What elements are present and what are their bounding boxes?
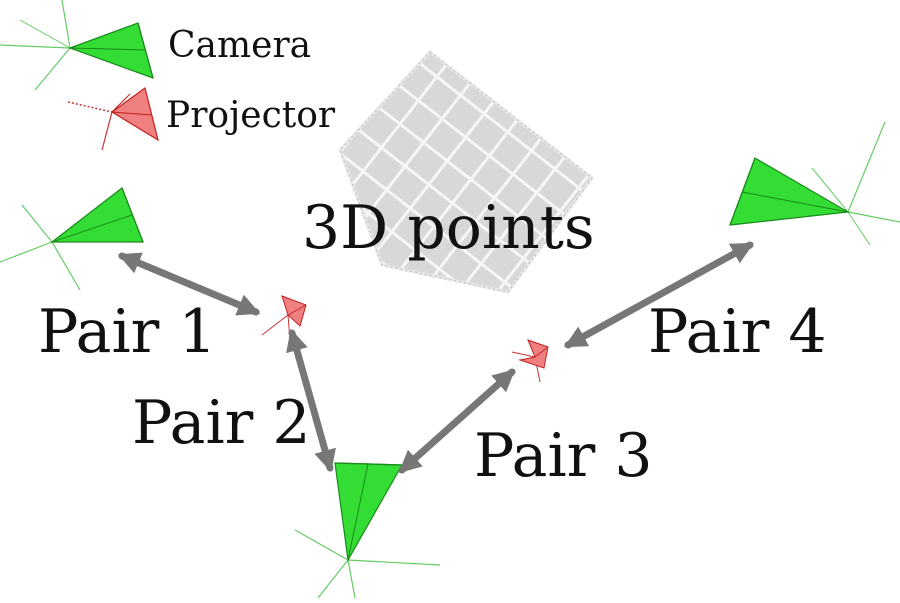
projector-1-icon bbox=[261, 295, 307, 341]
legend-camera-icon bbox=[0, 0, 154, 91]
pair-1-label: Pair 1 bbox=[38, 297, 217, 367]
arrow-pair-2 bbox=[286, 328, 336, 473]
legend-camera-label: Camera bbox=[168, 25, 312, 66]
legend-projector-icon bbox=[67, 86, 159, 151]
camera-1-icon bbox=[0, 187, 144, 291]
camera-2-icon bbox=[294, 462, 441, 599]
projector-2-icon bbox=[511, 339, 549, 383]
pair-3-label: Pair 3 bbox=[474, 421, 653, 491]
camera-3-icon bbox=[729, 121, 900, 246]
arrows bbox=[117, 241, 754, 474]
arrow-pair-4 bbox=[564, 241, 754, 349]
legend-projector-label: Projector bbox=[166, 95, 336, 136]
pair-4-label: Pair 4 bbox=[648, 297, 827, 367]
arrow-pair-1 bbox=[117, 252, 261, 316]
points-label: 3D points bbox=[302, 193, 595, 263]
pair-2-label: Pair 2 bbox=[132, 388, 311, 458]
arrow-pair-3 bbox=[398, 368, 516, 474]
point-cloud bbox=[338, 49, 595, 294]
